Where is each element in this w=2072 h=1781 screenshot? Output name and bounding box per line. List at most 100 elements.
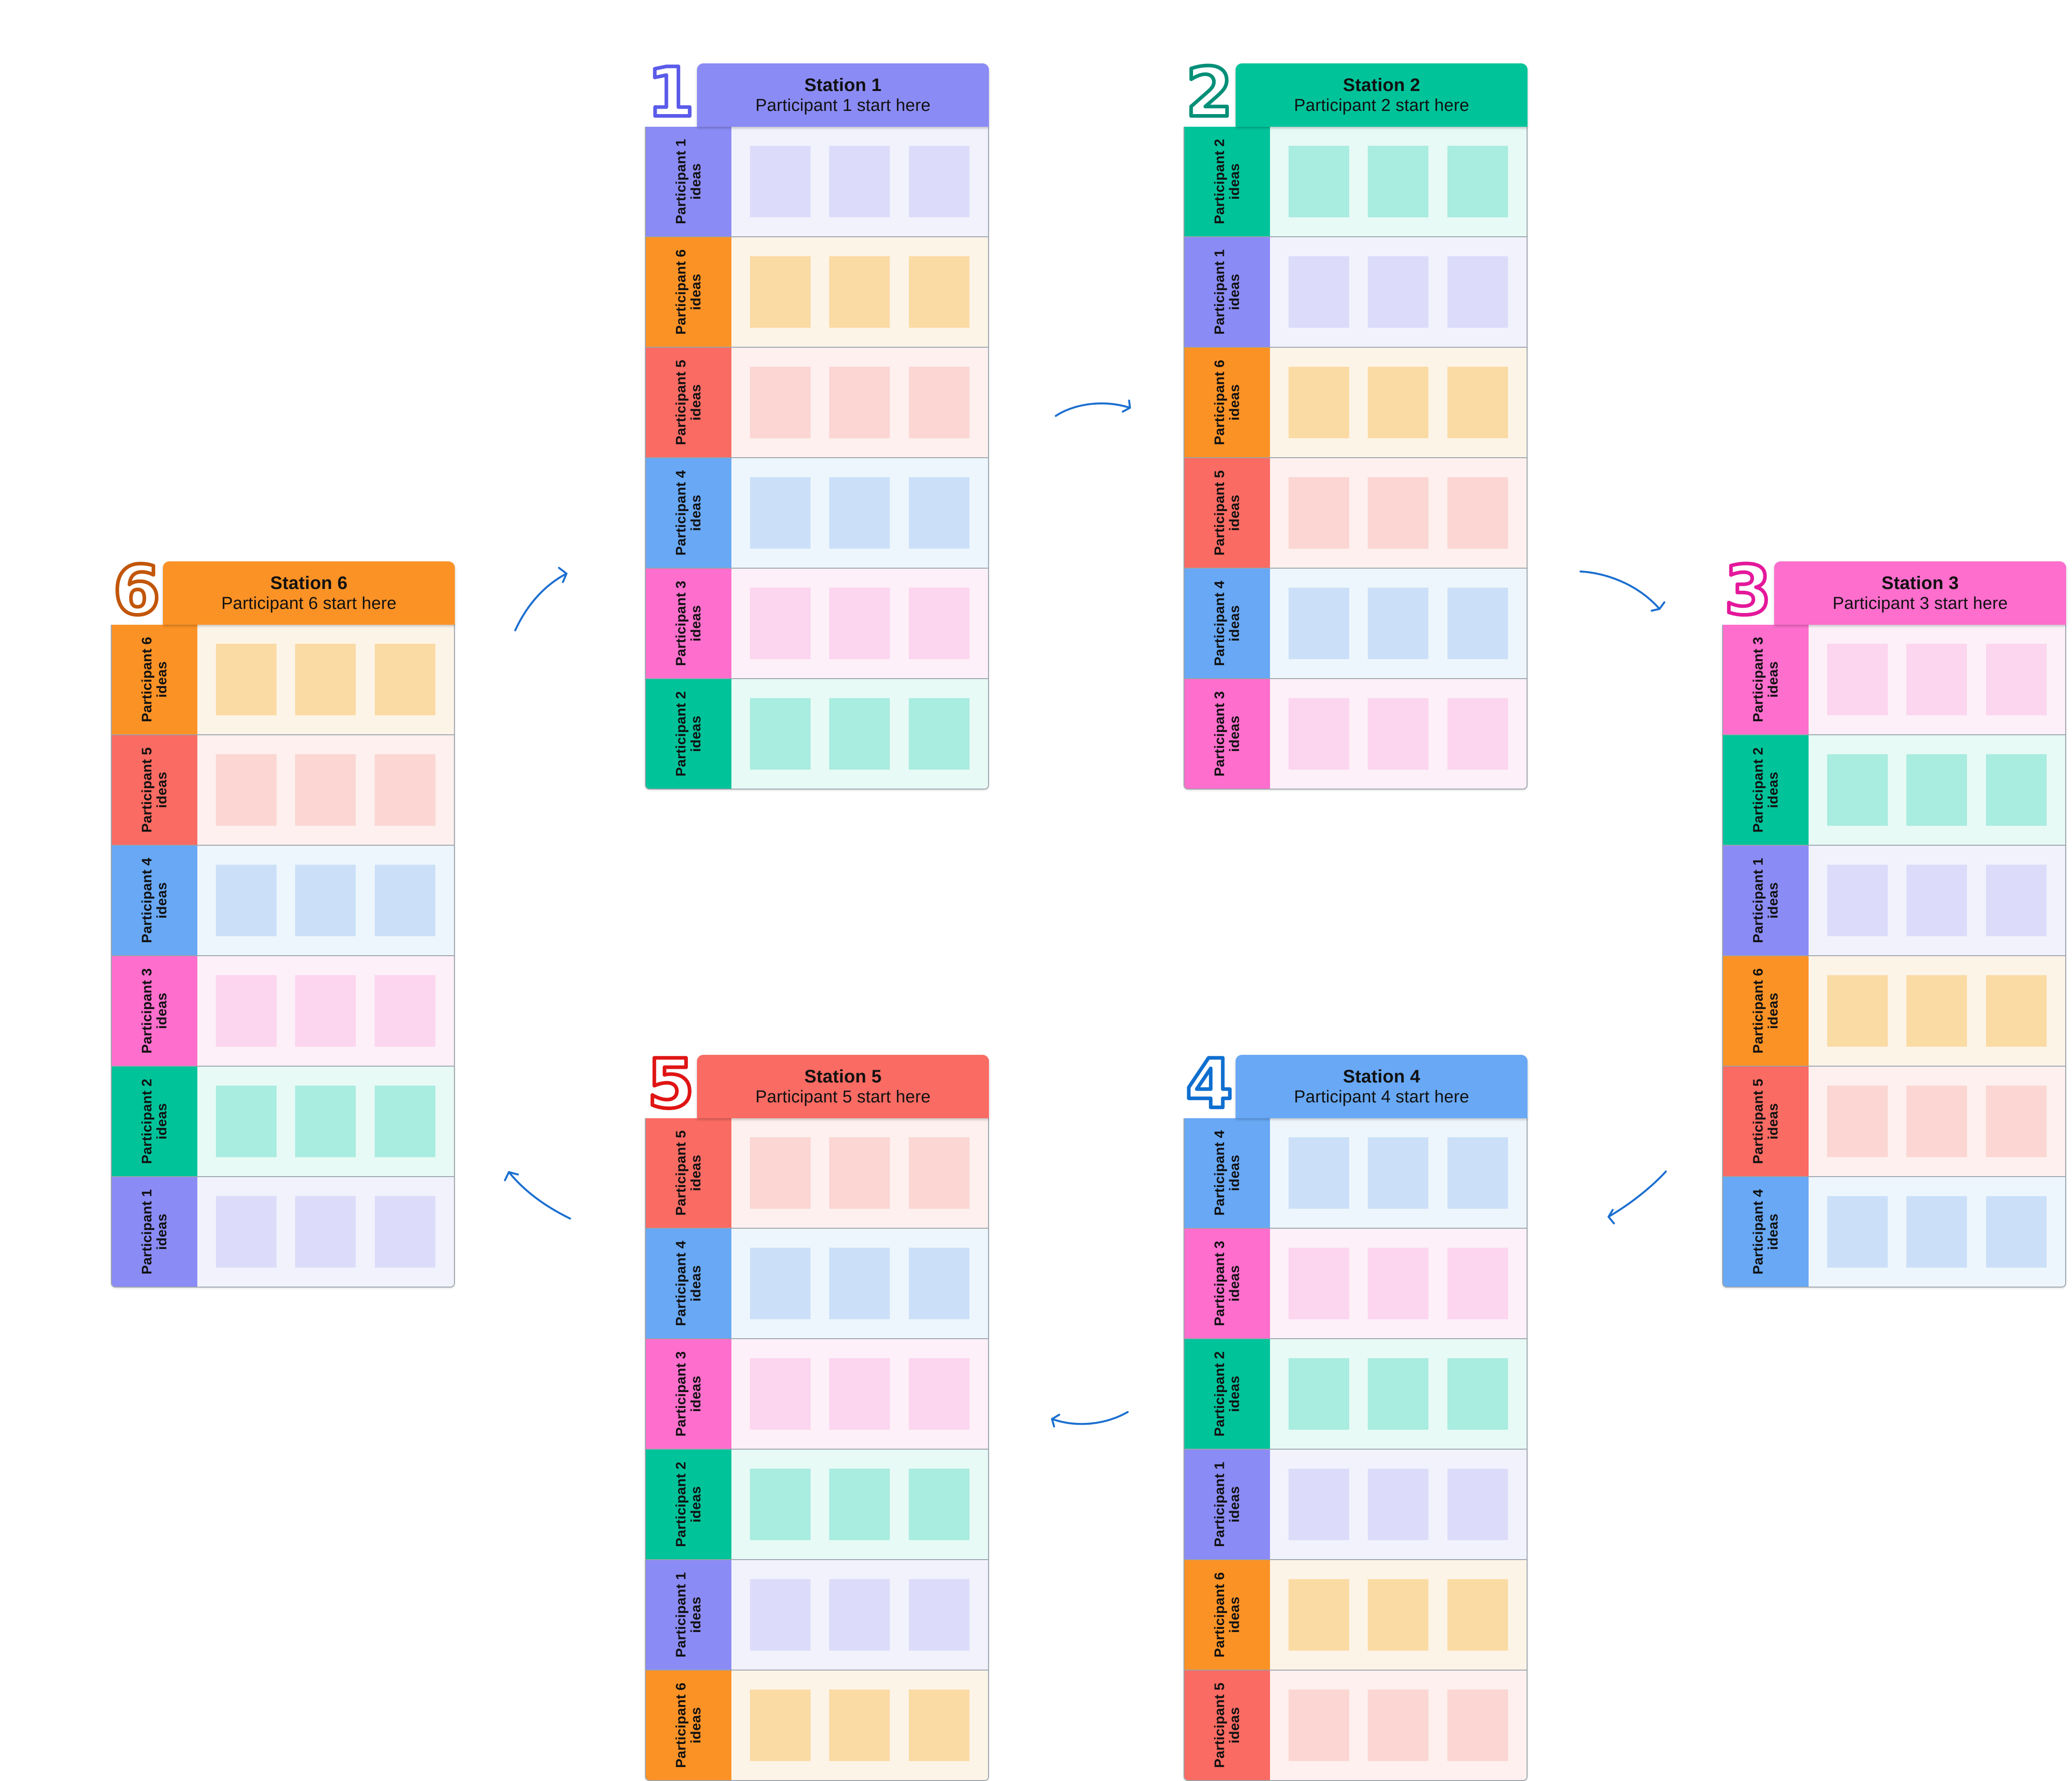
sticky-note[interactable]	[750, 1247, 811, 1319]
sticky-note[interactable]	[1447, 477, 1508, 549]
sticky-note[interactable]	[1289, 366, 1349, 438]
sticky-note[interactable]	[1368, 1247, 1429, 1319]
sticky-note[interactable]	[1906, 864, 1967, 936]
sticky-note[interactable]	[374, 1196, 435, 1268]
sticky-note[interactable]	[1368, 477, 1429, 549]
sticky-note[interactable]	[1368, 1358, 1429, 1430]
sticky-note[interactable]	[1986, 975, 2047, 1047]
sticky-note[interactable]	[750, 1137, 811, 1209]
sticky-note[interactable]	[750, 1689, 811, 1761]
sticky-note[interactable]	[1447, 1358, 1508, 1430]
sticky-note[interactable]	[1827, 975, 1888, 1047]
sticky-note[interactable]	[1986, 864, 2047, 936]
sticky-note[interactable]	[1289, 1579, 1349, 1651]
sticky-note[interactable]	[216, 1085, 277, 1157]
sticky-note[interactable]	[295, 864, 356, 936]
sticky-note[interactable]	[1447, 256, 1508, 328]
sticky-note[interactable]	[829, 1468, 890, 1540]
sticky-note[interactable]	[1447, 587, 1508, 659]
sticky-note[interactable]	[750, 698, 811, 770]
sticky-note[interactable]	[829, 1689, 890, 1761]
sticky-note[interactable]	[750, 256, 811, 328]
sticky-note[interactable]	[1906, 1085, 1967, 1157]
sticky-note[interactable]	[1447, 1137, 1508, 1209]
sticky-note[interactable]	[216, 643, 277, 715]
sticky-note[interactable]	[829, 1358, 890, 1430]
sticky-note[interactable]	[1289, 256, 1349, 328]
sticky-note[interactable]	[908, 145, 969, 217]
sticky-note[interactable]	[908, 1137, 969, 1209]
sticky-note[interactable]	[908, 1358, 969, 1430]
sticky-note[interactable]	[295, 754, 356, 826]
sticky-note[interactable]	[295, 1085, 356, 1157]
sticky-note[interactable]	[750, 366, 811, 438]
sticky-note[interactable]	[1447, 1468, 1508, 1540]
sticky-note[interactable]	[1906, 975, 1967, 1047]
sticky-note[interactable]	[1368, 256, 1429, 328]
sticky-note[interactable]	[829, 1247, 890, 1319]
sticky-note[interactable]	[1986, 1196, 2047, 1268]
sticky-note[interactable]	[908, 1247, 969, 1319]
sticky-note[interactable]	[216, 754, 277, 826]
sticky-note[interactable]	[908, 1579, 969, 1651]
sticky-note[interactable]	[1368, 1689, 1429, 1761]
sticky-note[interactable]	[216, 975, 277, 1047]
sticky-note[interactable]	[374, 975, 435, 1047]
sticky-note[interactable]	[1827, 643, 1888, 715]
sticky-note[interactable]	[295, 643, 356, 715]
sticky-note[interactable]	[1906, 643, 1967, 715]
sticky-note[interactable]	[1289, 477, 1349, 549]
sticky-note[interactable]	[1368, 1468, 1429, 1540]
sticky-note[interactable]	[1289, 1689, 1349, 1761]
sticky-note[interactable]	[1368, 1579, 1429, 1651]
sticky-note[interactable]	[1289, 587, 1349, 659]
sticky-note[interactable]	[216, 1196, 277, 1268]
sticky-note[interactable]	[374, 643, 435, 715]
sticky-note[interactable]	[1289, 1137, 1349, 1209]
sticky-note[interactable]	[829, 256, 890, 328]
sticky-note[interactable]	[1447, 1579, 1508, 1651]
sticky-note[interactable]	[908, 1689, 969, 1761]
sticky-note[interactable]	[1447, 1689, 1508, 1761]
sticky-note[interactable]	[1289, 145, 1349, 217]
sticky-note[interactable]	[1827, 864, 1888, 936]
sticky-note[interactable]	[1827, 1196, 1888, 1268]
sticky-note[interactable]	[1906, 754, 1967, 826]
sticky-note[interactable]	[1289, 698, 1349, 770]
sticky-note[interactable]	[750, 1468, 811, 1540]
sticky-note[interactable]	[374, 864, 435, 936]
sticky-note[interactable]	[829, 366, 890, 438]
sticky-note[interactable]	[829, 145, 890, 217]
sticky-note[interactable]	[829, 587, 890, 659]
sticky-note[interactable]	[908, 1468, 969, 1540]
sticky-note[interactable]	[1289, 1468, 1349, 1540]
sticky-note[interactable]	[295, 975, 356, 1047]
sticky-note[interactable]	[295, 1196, 356, 1268]
sticky-note[interactable]	[829, 1579, 890, 1651]
